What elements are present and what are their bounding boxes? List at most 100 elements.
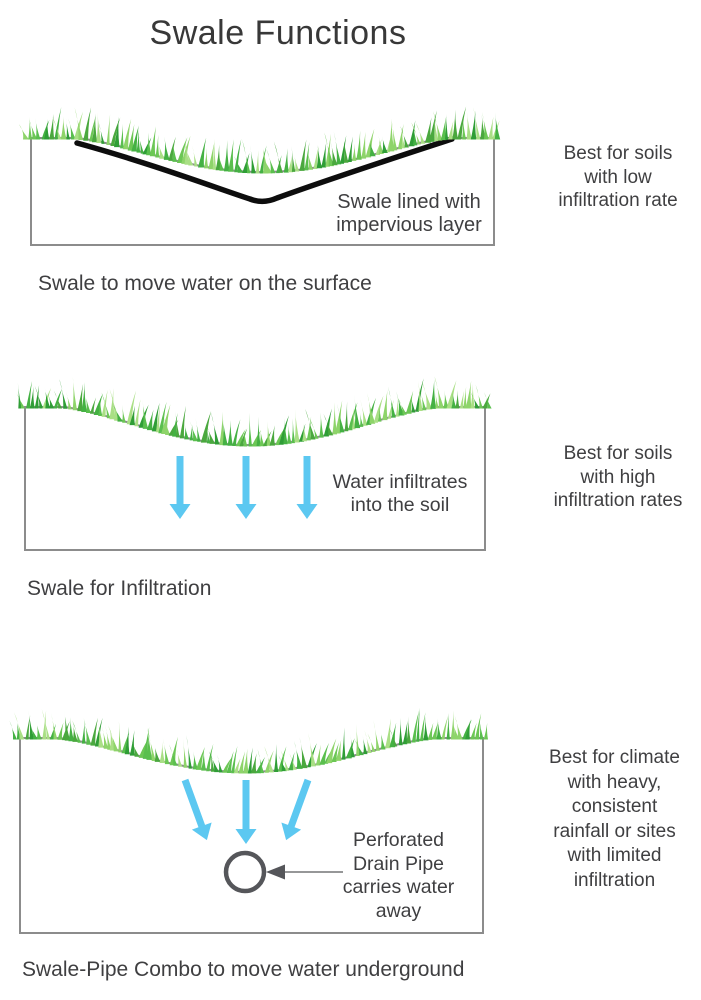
grass-blade — [352, 407, 356, 430]
grass-blade — [184, 136, 190, 165]
grass-blade — [51, 713, 58, 740]
grass-blade — [94, 717, 103, 747]
grass-blade — [200, 411, 212, 443]
grass-blade — [396, 396, 407, 415]
grass-blade — [124, 726, 130, 755]
grass-blade — [239, 428, 248, 447]
grass-blade — [96, 112, 102, 143]
grass-blade — [105, 724, 112, 750]
grass-blade — [402, 720, 408, 745]
grass-blade — [121, 733, 130, 754]
grass-blade — [323, 408, 332, 437]
grass-layer — [19, 106, 501, 174]
grass-blade — [302, 423, 307, 442]
grass-blade — [83, 717, 92, 745]
grass-blade — [457, 106, 467, 140]
pointer-arrow-icon — [266, 864, 343, 880]
grass-blade — [440, 116, 447, 141]
grass-blade — [195, 418, 201, 442]
grass-blade — [436, 718, 442, 740]
grass-blade — [330, 141, 338, 166]
grass-blade — [14, 712, 25, 740]
grass-blade — [63, 709, 71, 741]
grass-blade — [348, 402, 358, 431]
surface-swale-label: Swale lined with impervious layer — [332, 191, 486, 236]
grass-blade — [17, 382, 22, 409]
grass-blade — [289, 753, 297, 770]
drain-pipe-circle — [223, 850, 267, 894]
grass-blade — [433, 112, 439, 142]
grass-blade — [91, 113, 98, 143]
grass-blade — [126, 390, 136, 425]
grass-blade — [247, 747, 253, 774]
grass-blade — [429, 110, 437, 142]
grass-blade — [264, 746, 274, 773]
note-line: with heavy, — [567, 771, 662, 793]
grass-blade — [89, 116, 96, 142]
grass-blade — [287, 155, 293, 173]
grass-blade — [65, 391, 72, 410]
grass-blade — [323, 413, 334, 436]
grass-blade — [387, 399, 394, 419]
grass-blade — [336, 403, 345, 433]
grass-blade — [273, 141, 283, 173]
grass-blade — [28, 116, 33, 140]
scene-pipe-swale — [9, 707, 488, 934]
grass-blade — [42, 710, 47, 740]
grass-blade — [134, 399, 141, 427]
grass-blade — [335, 739, 342, 761]
grass-blade — [418, 380, 423, 411]
grass-blade — [243, 425, 248, 447]
grass-blade — [367, 733, 376, 752]
grass-blade — [359, 411, 364, 427]
infiltration-arrows — [181, 778, 312, 844]
grass-blade — [482, 393, 491, 409]
grass-blade — [447, 121, 454, 140]
grass-blade — [122, 404, 126, 423]
grass-blade — [112, 404, 123, 422]
grass-blade — [158, 401, 167, 434]
grass-blade — [231, 746, 238, 774]
grass-blade — [131, 125, 139, 152]
label-line: away — [375, 899, 422, 922]
grass-blade — [470, 722, 477, 740]
grass-blade — [321, 142, 327, 168]
grass-blade — [275, 427, 285, 446]
grass-blade — [459, 390, 465, 409]
grass-blade — [206, 743, 214, 772]
grass-blade — [262, 141, 269, 174]
pipe-swale-label: Perforated Drain Pipe carries water away — [330, 829, 467, 923]
grass-blade — [172, 413, 178, 437]
grass-blade — [36, 721, 42, 740]
grass-blade — [215, 144, 222, 171]
grass-blade — [331, 742, 339, 762]
label-line: impervious layer — [336, 213, 482, 236]
grass-blade — [242, 139, 251, 174]
grass-blade — [283, 418, 288, 445]
grass-blade — [189, 420, 198, 442]
grass-blade — [9, 720, 17, 740]
grass-blade — [110, 117, 121, 146]
grass-blade — [412, 126, 418, 146]
grass-blade — [192, 145, 198, 167]
note-line: rainfall or sites — [553, 820, 676, 842]
infiltration-swale-caption: Swale for Infiltration — [27, 577, 212, 600]
grass-blade — [29, 386, 35, 409]
grass-blade — [169, 736, 178, 766]
grass-blade — [226, 751, 234, 773]
water-down-arrow-icon — [169, 456, 191, 519]
grass-blade — [159, 742, 166, 763]
grass-blade — [309, 417, 319, 439]
grass-blade — [114, 116, 120, 148]
grass-blade — [65, 118, 70, 140]
water-down-arrow-icon — [235, 780, 257, 844]
grass-blade — [34, 385, 40, 409]
surface-swale-caption: Swale to move water on the surface — [38, 272, 372, 295]
grass-blade — [351, 143, 357, 161]
grass-blade — [29, 119, 38, 140]
grass-blade — [154, 743, 161, 762]
grass-blade — [444, 113, 449, 140]
label-line: Perforated — [352, 829, 445, 851]
grass-blade — [395, 397, 400, 417]
